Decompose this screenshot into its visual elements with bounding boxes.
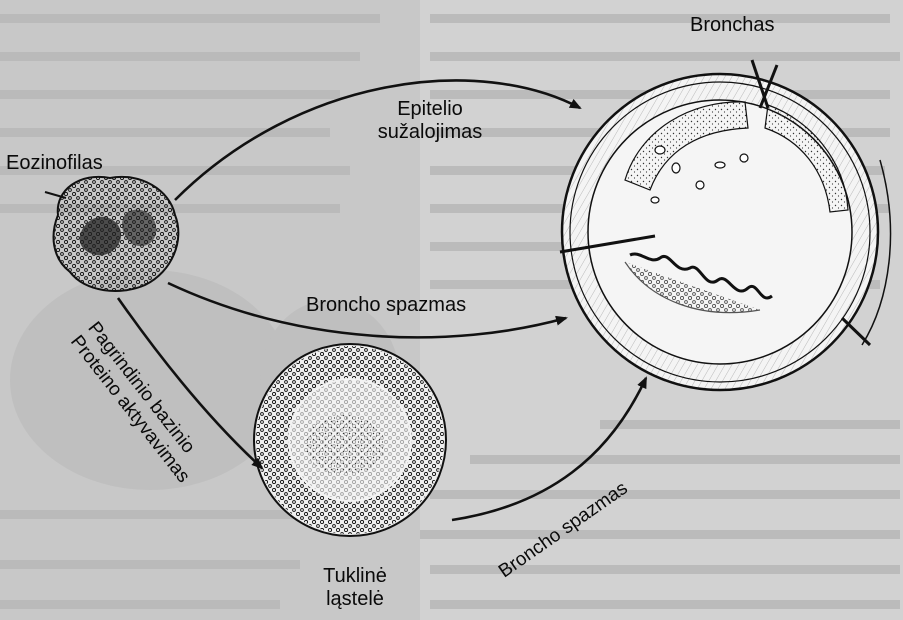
label-tukline-lastele: Tuklinė ląstelė: [310, 565, 400, 611]
label-tukline-line2: ląstelė: [310, 588, 400, 611]
label-broncho-spazmas-mid: Broncho spazmas: [306, 294, 466, 317]
label-bronchas: Bronchas: [690, 14, 775, 37]
label-epitelio-suzalojimas: Epitelio sužalojimas: [370, 98, 490, 144]
mast-cell: [254, 344, 446, 536]
bronchus-cross-section: [560, 60, 890, 390]
eosinophil-cell: [45, 177, 178, 291]
label-epitelio-line1: Epitelio: [370, 98, 490, 121]
label-tukline-line1: Tuklinė: [310, 565, 400, 588]
label-eozinofilas: Eozinofilas: [6, 152, 103, 175]
label-epitelio-line2: sužalojimas: [370, 121, 490, 144]
